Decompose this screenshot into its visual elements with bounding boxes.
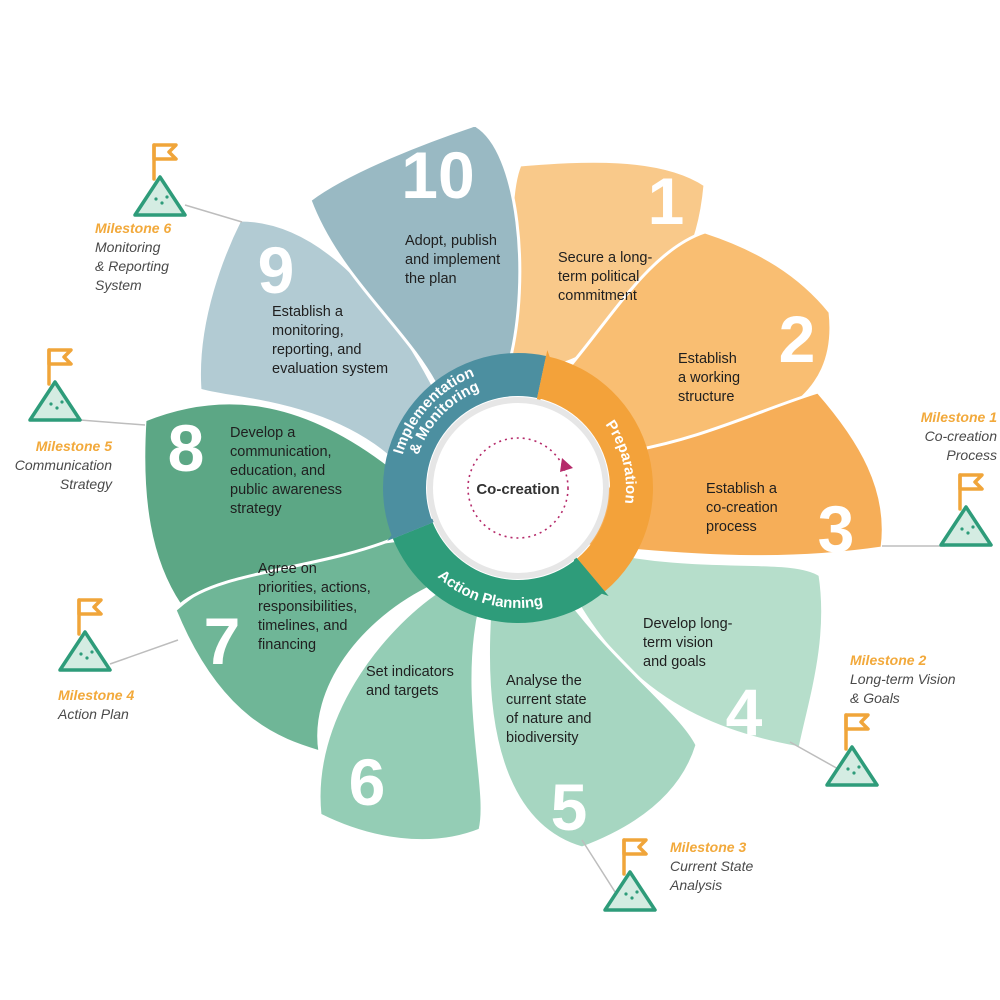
- preparation-phase-arc: [537, 355, 653, 592]
- milestone-2-label: Milestone 2 Long-term Vision & Goals: [850, 652, 956, 706]
- milestone-title: Milestone 4: [58, 687, 134, 703]
- center-label: Co-creation: [476, 481, 559, 498]
- flag-on-mountain-icon: [939, 473, 993, 547]
- flag-on-mountain-icon: [603, 838, 657, 912]
- milestone-description: Co-creation: [925, 428, 998, 444]
- step-5-petal: [486, 583, 699, 850]
- milestone-title: Milestone 6: [95, 220, 171, 236]
- petals: [142, 123, 885, 850]
- milestone-description: & Reporting: [95, 258, 169, 274]
- step-8-petal: [142, 401, 400, 608]
- flag-on-mountain-icon: [28, 348, 82, 422]
- implementation-phase-arc: [382, 352, 547, 539]
- milestone-3-connector: [581, 839, 618, 896]
- milestone-description: Strategy: [60, 476, 113, 492]
- milestone-description: Monitoring: [95, 239, 161, 255]
- step-number: 4: [726, 675, 763, 749]
- step-number: 6: [349, 745, 386, 819]
- milestone-description: Current State: [670, 858, 753, 874]
- flag-on-mountain-icon: [825, 713, 879, 787]
- milestone-6-connector: [184, 204, 243, 223]
- milestone-4-label: Milestone 4 Action Plan: [57, 687, 134, 722]
- step-number: 2: [779, 302, 816, 376]
- center-disc: [430, 400, 606, 576]
- action-planning-arrow-head: [573, 553, 609, 597]
- step-number: 10: [401, 138, 474, 212]
- flag-on-mountain-icon: [58, 598, 112, 672]
- milestone-description: Action Plan: [57, 706, 129, 722]
- step-3-petal: [577, 390, 885, 559]
- step-number: 8: [168, 411, 205, 485]
- milestone-title: Milestone 5: [36, 438, 112, 454]
- step-6-petal: [317, 588, 484, 843]
- flag-on-mountain-icon: [133, 143, 187, 217]
- circular-arrow-head: [560, 458, 573, 472]
- milestone-title: Milestone 2: [850, 652, 926, 668]
- milestone-title: Milestone 1: [921, 409, 997, 425]
- step-number: 1: [648, 164, 685, 238]
- milestone-description: Analysis: [669, 877, 722, 893]
- step-10-petal: [308, 123, 522, 395]
- step-number: 7: [204, 604, 241, 678]
- milestone-description: Process: [946, 447, 997, 463]
- step-number: 9: [258, 233, 295, 307]
- step-number: 3: [818, 492, 855, 566]
- action-planning-phase-arc: [392, 522, 605, 624]
- milestone-4-connector: [109, 639, 179, 665]
- milestone-2-connector: [789, 741, 841, 771]
- center-disc-rim: [427, 397, 609, 579]
- milestone-title: Milestone 3: [670, 839, 746, 855]
- implementation-arrow-head: [387, 513, 439, 541]
- milestone-description: Communication: [15, 457, 112, 473]
- milestone-description: System: [95, 277, 142, 293]
- milestone-5-connector: [79, 419, 146, 426]
- milestone-description: Long-term Vision: [850, 671, 956, 687]
- preparation-arrow-head: [535, 350, 559, 404]
- circular-arrow-icon: [467, 437, 569, 539]
- milestone-description: & Goals: [850, 690, 900, 706]
- step-number: 5: [551, 770, 588, 844]
